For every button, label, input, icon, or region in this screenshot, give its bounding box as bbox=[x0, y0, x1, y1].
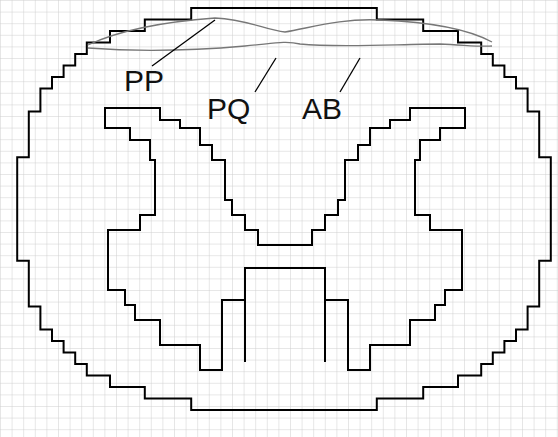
part-label: AB bbox=[302, 94, 342, 124]
body-lines bbox=[245, 268, 325, 362]
leader-line bbox=[340, 58, 360, 92]
layer-line-lower bbox=[88, 42, 492, 50]
part-label: PP bbox=[124, 66, 164, 96]
outer-outline bbox=[17, 8, 551, 410]
part-label: PQ bbox=[207, 94, 250, 124]
leader-line bbox=[255, 58, 276, 92]
inner-outline bbox=[105, 108, 465, 370]
leader-line bbox=[152, 20, 215, 66]
layer-line-upper bbox=[88, 18, 492, 45]
